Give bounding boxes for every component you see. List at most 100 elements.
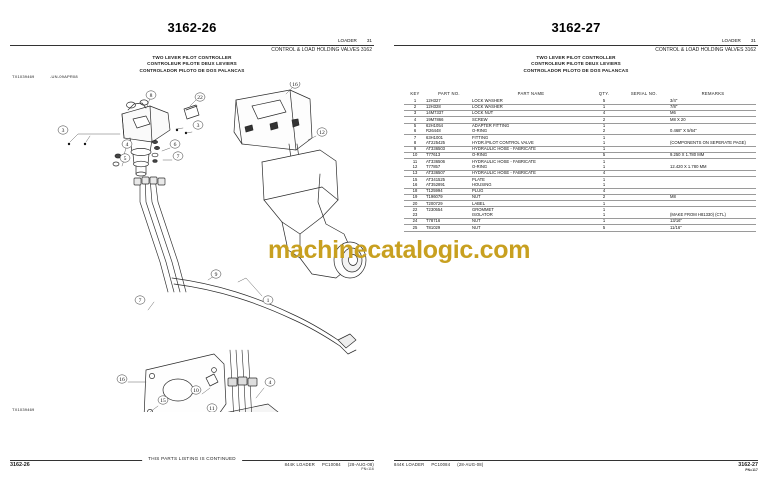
cell-key: 1 <box>404 98 426 105</box>
cell-key: 13 <box>404 170 426 178</box>
cell-part-no: AT336506 <box>426 158 446 164</box>
cell-qty: 5 <box>590 224 618 232</box>
left-header-rule <box>10 44 374 46</box>
cell-remarks: M8 <box>670 194 756 202</box>
cell-part-name: O-RING <box>472 164 590 171</box>
cell-qty: 5 <box>590 152 618 160</box>
cell-part-no: 14M7337 <box>426 110 472 118</box>
cell-key: 24 <box>404 218 426 226</box>
cell-remarks: 12.420 X 1.780 MM <box>670 164 756 171</box>
cell-qty: 1 <box>590 213 618 220</box>
cell-key: 10 <box>404 152 426 160</box>
cell-remarks: 3/4" <box>670 98 756 105</box>
cell-key: 3 <box>404 110 426 118</box>
left-page-header: LOADER 31 <box>10 38 374 44</box>
cell-part-no: 63H1001 <box>426 134 443 140</box>
svg-text:8: 8 <box>150 93 153 99</box>
cell-part-name: LOCK WASHER <box>472 104 590 111</box>
cell-key: 16 <box>404 182 426 189</box>
pilot-valve-body <box>121 99 171 177</box>
cell-part-name: PLUG <box>472 188 590 195</box>
cell-remarks <box>670 182 756 189</box>
cell-part-no: T77613 <box>426 152 472 160</box>
parts-table-header-row: KEY PART NO. PART NAME QTY. SERIAL NO. R… <box>404 91 756 98</box>
cell-remarks: 13/16" <box>670 218 756 226</box>
cell-part-name: NUT <box>472 194 590 202</box>
cell-qty: 1 <box>590 146 618 153</box>
left-footer-publication: PC10084 <box>321 462 341 467</box>
cell-key: 4 <box>404 116 426 124</box>
cell-part-no: 12H327 <box>426 98 472 105</box>
left-footer-sub: PN=116 <box>361 467 374 471</box>
svg-text:16: 16 <box>292 82 298 88</box>
cell-serial-no <box>618 116 670 124</box>
left-footer-date: (28-AUG-08) <box>347 462 374 467</box>
right-footer-page-number-text: 3162-27 <box>738 462 758 468</box>
leader-lines <box>69 87 317 412</box>
cell-qty: 4 <box>590 170 618 178</box>
cell-key: 2 <box>404 104 426 111</box>
cell-part-name: SCREW <box>472 116 590 124</box>
cell-qty: 1 <box>590 164 618 171</box>
cell-part-no: T200729 <box>426 200 472 208</box>
left-page: 3162-26 LOADER 31 CONTROL & LOAD HOLDING… <box>0 20 384 471</box>
svg-text:22: 22 <box>197 95 203 101</box>
cell-part-no: T81029 <box>426 224 472 232</box>
svg-text:16: 16 <box>119 377 125 383</box>
exploded-assembly-diagram: 8 22 3 3 4 5 6 7 16 12 9 1 7 16 15 10 11 <box>0 82 384 412</box>
right-header-rule <box>394 44 758 46</box>
left-footer-model: 844K LOADER <box>284 462 315 467</box>
mounting-bracket-plate <box>143 353 227 412</box>
cell-part-no: 12H328 <box>426 104 472 111</box>
figure-ref-bottom: TX1039469 <box>12 407 35 412</box>
left-title-es: CONTROLADOR PILOTO DE DOS PALANCAS <box>139 68 245 74</box>
hose-fittings-cluster <box>227 376 258 387</box>
parts-table: KEY PART NO. PART NAME QTY. SERIAL NO. R… <box>404 91 756 232</box>
cell-qty: 1 <box>602 122 606 128</box>
parts-table-area: KEY PART NO. PART NAME QTY. SERIAL NO. R… <box>404 91 756 232</box>
cell-part-name: HYDR./PILOT CONTROL VALVE <box>472 140 590 147</box>
cell-part-no: 62H1054 <box>426 122 443 128</box>
cell-part-name: FITTING <box>472 134 489 140</box>
svg-text:9: 9 <box>215 272 218 278</box>
cell-qty: 5 <box>590 98 618 105</box>
right-title-es: CONTROLADOR PILOTO DE DOS PALANCAS <box>523 68 629 74</box>
cell-key: 15 <box>412 176 418 182</box>
col-part-no: PART NO. <box>438 91 460 96</box>
cell-serial-no <box>618 170 670 178</box>
cell-serial-no <box>618 128 670 136</box>
cell-qty: 1 <box>590 104 618 111</box>
cell-serial-no <box>618 194 670 202</box>
cell-qty: 4 <box>590 110 618 118</box>
cell-serial-no <box>618 152 670 160</box>
right-page-header: LOADER 31 <box>394 38 758 44</box>
left-title-fr: CONTROLEUR PILOTE DEUX LEVIERS <box>147 61 237 67</box>
cell-part-name: GROMMET <box>472 206 494 212</box>
cell-part-no: T230554 <box>426 206 443 212</box>
cell-part-name: ISOLATOR <box>472 213 590 220</box>
cell-part-name: NUT <box>472 218 590 226</box>
cell-qty: 2 <box>590 194 618 202</box>
left-footer-meta: 844K LOADER PC10084 (28-AUG-08) PN=116 <box>285 462 374 471</box>
right-footer-rule <box>394 460 758 461</box>
cell-key: 22 <box>412 206 418 212</box>
cell-remarks: M6 <box>670 110 756 118</box>
left-page-footer: THIS PARTS LISTING IS CONTINUED 3162-26 … <box>10 456 374 471</box>
right-footer-sub: PN=117 <box>745 468 758 472</box>
right-loader-value: 31 <box>750 38 756 43</box>
cell-part-no: AT336507 <box>426 170 472 178</box>
cell-remarks: M8 X 20 <box>670 116 756 124</box>
left-loader-value: 31 <box>366 38 372 43</box>
svg-text:3: 3 <box>62 128 65 134</box>
cell-qty: 1 <box>602 176 606 182</box>
cell-qty: 1 <box>602 206 606 212</box>
